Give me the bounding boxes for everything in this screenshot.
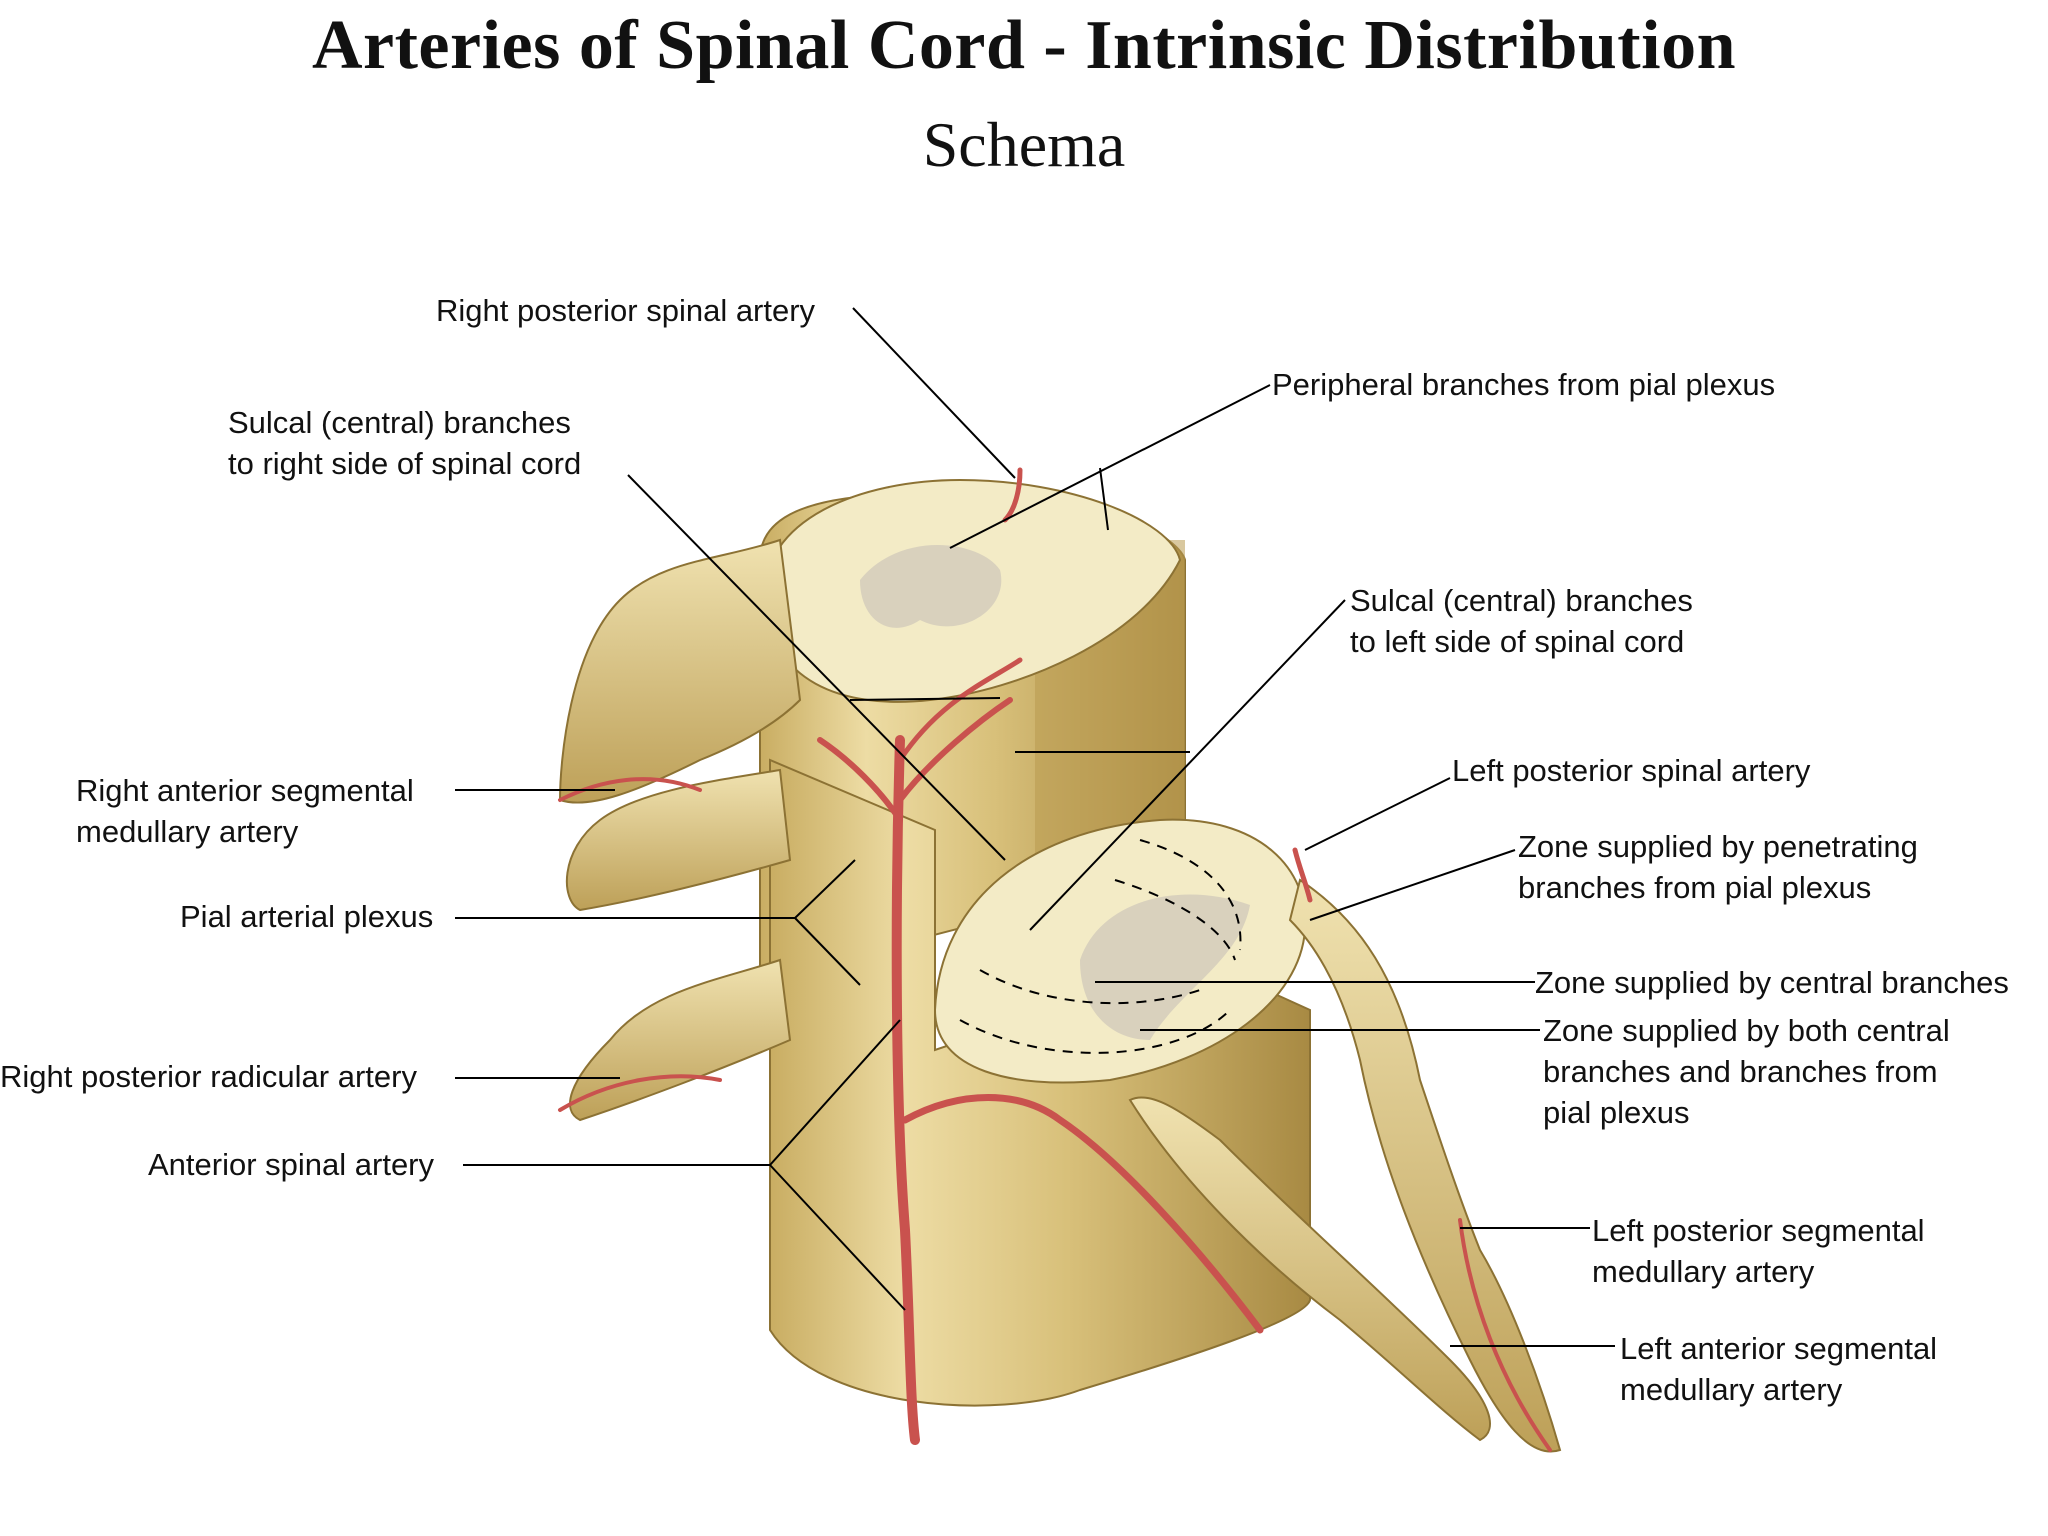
label-line: branches and branches from bbox=[1543, 1054, 1938, 1089]
label-line: medullary artery bbox=[76, 814, 299, 849]
anterior-spinal-artery-vessel bbox=[891, 735, 920, 1445]
label-line: Zone supplied by penetrating bbox=[1518, 829, 1918, 864]
label-sulcal-left: Sulcal (central) branches to left side o… bbox=[1350, 580, 1693, 662]
label-line: Sulcal (central) branches bbox=[228, 405, 571, 440]
label-line: Right anterior segmental bbox=[76, 773, 414, 808]
label-line: Left posterior segmental bbox=[1592, 1213, 1925, 1248]
label-zone-penetrating: Zone supplied by penetrating branches fr… bbox=[1518, 826, 1918, 908]
label-left-anterior-segmental: Left anterior segmental medullary artery bbox=[1620, 1328, 1937, 1410]
label-line: Right posterior spinal artery bbox=[436, 293, 816, 328]
label-line: to right side of spinal cord bbox=[228, 446, 582, 481]
label-right-anterior-segmental: Right anterior segmental medullary arter… bbox=[76, 770, 414, 852]
label-line: Left posterior spinal artery bbox=[1452, 753, 1811, 788]
label-right-posterior-radicular: Right posterior radicular artery bbox=[0, 1056, 417, 1097]
label-line: Zone supplied by central branches bbox=[1535, 965, 2009, 1000]
label-line: to left side of spinal cord bbox=[1350, 624, 1685, 659]
label-line: medullary artery bbox=[1620, 1372, 1843, 1407]
label-anterior-spinal-artery: Anterior spinal artery bbox=[148, 1144, 434, 1185]
label-line: Anterior spinal artery bbox=[148, 1147, 435, 1182]
label-zone-both: Zone supplied by both central branches a… bbox=[1543, 1010, 1950, 1133]
label-line: branches from pial plexus bbox=[1518, 870, 1872, 905]
label-line: pial plexus bbox=[1543, 1095, 1690, 1130]
leader-lines bbox=[455, 307, 1615, 1347]
label-left-posterior-segmental: Left posterior segmental medullary arter… bbox=[1592, 1210, 1925, 1292]
label-right-posterior-spinal-artery: Right posterior spinal artery bbox=[436, 290, 815, 331]
label-line: medullary artery bbox=[1592, 1254, 1815, 1289]
diagram-title: Arteries of Spinal Cord - Intrinsic Dist… bbox=[312, 7, 1736, 84]
upper-gray-matter bbox=[860, 545, 1002, 628]
label-zone-central: Zone supplied by central branches bbox=[1535, 962, 2009, 1003]
label-line: Sulcal (central) branches bbox=[1350, 583, 1693, 618]
arteries bbox=[558, 467, 1552, 1452]
label-peripheral-branches: Peripheral branches from pial plexus bbox=[1272, 364, 1775, 405]
label-line: Peripheral branches from pial plexus bbox=[1272, 367, 1776, 402]
label-line: Zone supplied by both central bbox=[1543, 1013, 1950, 1048]
label-pial-arterial-plexus: Pial arterial plexus bbox=[180, 896, 433, 937]
label-sulcal-right: Sulcal (central) branches to right side … bbox=[228, 402, 581, 484]
label-line: Pial arterial plexus bbox=[180, 899, 434, 934]
label-line: Right posterior radicular artery bbox=[0, 1059, 417, 1094]
upper-cord-segment bbox=[759, 478, 1186, 982]
diagram-subtitle: Schema bbox=[922, 109, 1126, 180]
nerve-roots bbox=[558, 538, 1562, 1453]
label-left-posterior-spinal-artery: Left posterior spinal artery bbox=[1452, 750, 1810, 791]
label-line: Left anterior segmental bbox=[1620, 1331, 1938, 1366]
lower-cord-segment bbox=[769, 758, 1311, 1407]
